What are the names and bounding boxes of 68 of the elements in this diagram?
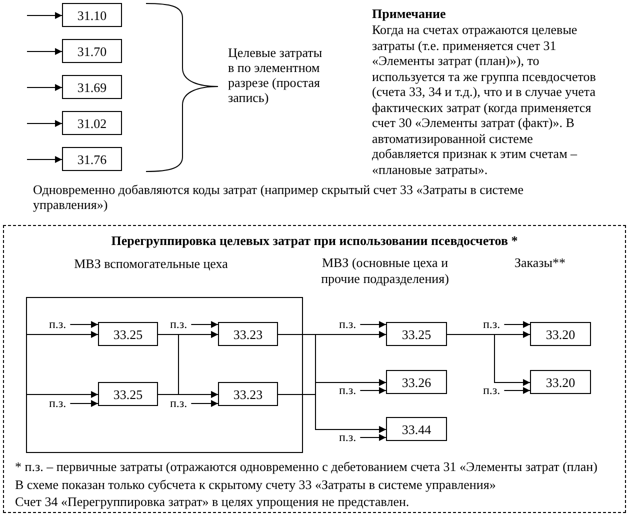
- primary-cost-label: п.з.: [339, 384, 360, 396]
- primary-cost-label: п.з.: [49, 397, 70, 409]
- account-number: 31.69: [77, 80, 107, 94]
- note-text: Когда на счетах отражаются целевые затраты (т.е. применяется счет 31 «Элементы затрат (план)»), то используется та же группа псевдосчетов (счета 33, 34 и т.д.), что и в случае учета фактических затрат (когда применяется счет 30 «Элементы затрат (факт)». В автоматизированной системе добавляется признак к этим счетам – «плановые затраты».: [372, 22, 597, 177]
- primary-cost-label: п.з.: [483, 318, 504, 330]
- footnote: * п.з. – первичные затраты (отражаются одновременно с дебетованием счета 31 «Элементы затрат (план): [15, 459, 598, 475]
- account-box: [386, 417, 447, 441]
- account-box: [386, 370, 447, 394]
- arrow: [190, 400, 218, 407]
- primary-cost-label: п.з.: [339, 318, 360, 330]
- group-heading: МВЗ вспомогательные цеха: [73, 256, 229, 272]
- account-box: [218, 322, 278, 346]
- primary-cost-label: п.з.: [170, 397, 192, 409]
- account-number: 33.25: [402, 326, 432, 342]
- arrow: [26, 391, 98, 398]
- arrow: [70, 321, 98, 328]
- arrow: [70, 400, 98, 407]
- account-box: [62, 111, 122, 135]
- column-heading: МВЗ (основные цеха и прочие подразделения): [320, 255, 450, 287]
- primary-cost-label: п.з.: [339, 431, 360, 443]
- primary-cost-label: п.з.: [483, 384, 504, 396]
- account-box: [62, 75, 122, 99]
- primary-cost-label: п.з.: [49, 318, 70, 330]
- account-number: 31.10: [77, 8, 107, 22]
- account-box: [62, 3, 122, 27]
- arrow: [504, 387, 530, 394]
- account-box: [98, 322, 158, 346]
- account-number: 33.23: [233, 386, 263, 402]
- arrow: [26, 156, 62, 163]
- account-box: [386, 322, 447, 346]
- account-number: 33.25: [113, 326, 143, 342]
- account-number: 33.25: [113, 386, 143, 402]
- remark-text: Одновременно добавляются коды затрат (например скрытый счет 33 «Затраты в системе управления»): [33, 182, 525, 212]
- account-box: [98, 382, 158, 406]
- arrow: [26, 48, 62, 55]
- account-number: 33.20: [546, 326, 576, 342]
- arrow: [360, 434, 386, 441]
- dashed-frame: [3, 225, 626, 513]
- arrow: [360, 321, 386, 328]
- arrow: [26, 331, 98, 338]
- account-number: 31.02: [77, 116, 107, 130]
- arrow: [26, 84, 62, 91]
- primary-cost-label: п.з.: [170, 318, 192, 330]
- account-number: 33.20: [546, 374, 576, 390]
- account-number: 31.70: [77, 44, 107, 58]
- footnote: В схеме показан только субсчета к скрытому счету 33 «Затраты в системе управления»: [15, 477, 496, 493]
- account-number: 33.44: [402, 422, 432, 436]
- arrow: [360, 387, 386, 394]
- arrow: [158, 391, 218, 398]
- brace-caption: Целевые затраты в по элементном разрезе (простая запись): [228, 45, 324, 105]
- arrow: [26, 120, 62, 127]
- note-heading: Примечание: [372, 6, 447, 22]
- account-number: 33.26: [402, 374, 432, 390]
- arrow: [190, 321, 218, 328]
- footnote: Счет 34 «Перегруппировка затрат» в целях упрощения не представлен.: [15, 494, 410, 510]
- column-heading: Заказы**: [513, 255, 567, 271]
- account-box: [62, 147, 122, 171]
- arrow: [446, 334, 530, 386]
- account-box: [530, 370, 591, 394]
- arrow: [504, 321, 530, 328]
- account-number: 31.76: [77, 152, 107, 166]
- account-number: 33.23: [233, 326, 263, 342]
- section-title: Перегруппировка целевых затрат при использовании псевдосчетов *: [110, 233, 519, 249]
- arrow: [278, 394, 386, 433]
- arrow: [26, 12, 62, 19]
- account-box: [530, 322, 591, 346]
- account-box: [62, 39, 122, 63]
- account-box: [218, 382, 278, 406]
